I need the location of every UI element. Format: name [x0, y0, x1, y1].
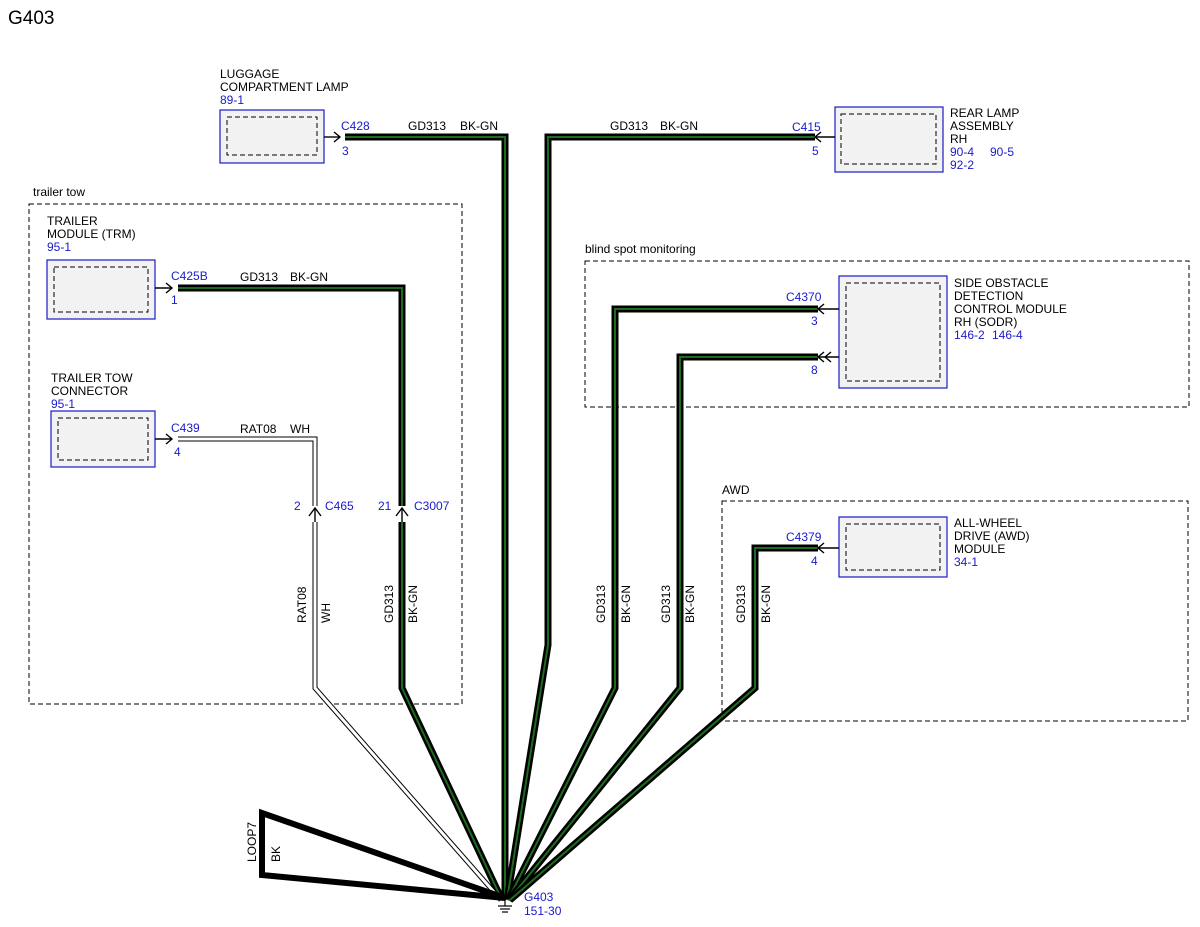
- loop7-color: BK: [269, 846, 283, 862]
- wire-c4370-pin8: [506, 353, 818, 903]
- awd-name-1: ALL-WHEEL: [954, 516, 1022, 530]
- region-awd-label: AWD: [722, 483, 750, 497]
- c4370-pin3-terminal-icon: [816, 303, 839, 315]
- c4379-name[interactable]: C4379: [786, 530, 822, 544]
- luggage-lamp-ref[interactable]: 89-1: [220, 93, 244, 107]
- region-blind-spot-label: blind spot monitoring: [585, 242, 696, 256]
- wire-c3007-ground: [398, 522, 506, 902]
- awd-component[interactable]: [838, 516, 948, 578]
- loop7-label: LOOP7: [245, 822, 259, 862]
- sodr-name-1: SIDE OBSTACLE: [954, 276, 1048, 290]
- sodr-ref-1[interactable]: 146-2: [954, 328, 985, 342]
- c4370-3-vertical-color: BK-GN: [619, 585, 633, 623]
- wire-c415: [503, 133, 815, 901]
- region-trailer-tow-label: trailer tow: [33, 185, 85, 199]
- trailer-connector-name-2: CONNECTOR: [51, 384, 128, 398]
- wire-rat08: [178, 436, 503, 902]
- trm-component[interactable]: [46, 259, 156, 320]
- region-blind-spot: blind spot monitoring: [584, 242, 1190, 408]
- c439-pin: 4: [174, 445, 181, 459]
- luggage-lamp-name-2: COMPARTMENT LAMP: [220, 80, 349, 94]
- c465-inline-icon: [308, 506, 322, 522]
- c3007-pin: 21: [378, 499, 392, 513]
- trm-ref[interactable]: 95-1: [47, 240, 71, 254]
- sodr-name-4: RH (SODR): [954, 315, 1017, 329]
- c439-color: WH: [290, 422, 310, 436]
- rear-lamp-ref-1[interactable]: 90-4: [950, 145, 974, 159]
- luggage-lamp-name-1: LUGGAGE: [220, 67, 279, 81]
- rear-lamp-component[interactable]: [834, 106, 944, 173]
- c4370-name[interactable]: C4370: [786, 290, 822, 304]
- c3007-name[interactable]: C3007: [414, 499, 450, 513]
- c415-circuit: GD313: [610, 119, 648, 133]
- awd-ref[interactable]: 34-1: [954, 555, 978, 569]
- rat08-vertical-color: WH: [319, 603, 333, 623]
- loop7-wire: [259, 808, 506, 901]
- c439-terminal-icon: [155, 433, 174, 445]
- trm-name-2: MODULE (TRM): [47, 227, 136, 241]
- c428-color: BK-GN: [460, 119, 498, 133]
- c4370-8-vertical-circuit: GD313: [659, 585, 673, 623]
- awd-name-3: MODULE: [954, 542, 1005, 556]
- rear-lamp-name-2: ASSEMBLY: [950, 119, 1014, 133]
- c415-terminal-icon: [813, 131, 835, 143]
- c4379-vertical-color: BK-GN: [759, 585, 773, 623]
- c3007-vertical-color: BK-GN: [406, 585, 420, 623]
- c428-circuit: GD313: [408, 119, 446, 133]
- rat08-vertical-circuit: RAT08: [295, 586, 309, 623]
- c3007-inline-icon: [395, 506, 409, 522]
- c439-name[interactable]: C439: [171, 421, 200, 435]
- c465-name[interactable]: C465: [325, 499, 354, 513]
- region-awd: AWD: [721, 483, 1189, 722]
- c415-color: BK-GN: [660, 119, 698, 133]
- c415-pin: 5: [812, 144, 819, 158]
- trailer-connector-name-1: TRAILER TOW: [51, 371, 133, 385]
- c4379-pin: 4: [811, 554, 818, 568]
- sodr-name-3: CONTROL MODULE: [954, 302, 1067, 316]
- sodr-name-2: DETECTION: [954, 289, 1023, 303]
- c415-name[interactable]: C415: [792, 120, 821, 134]
- ground-name: G403: [524, 890, 554, 904]
- c428-pin: 3: [342, 144, 349, 158]
- c428-name[interactable]: C428: [341, 119, 370, 133]
- wire-c4370-pin3: [504, 305, 818, 902]
- c465-pin: 2: [294, 499, 301, 513]
- sodr-component[interactable]: [838, 275, 948, 389]
- c428-terminal-icon: [324, 131, 342, 143]
- c439-circuit: RAT08: [240, 422, 277, 436]
- trailer-connector-component[interactable]: [50, 410, 156, 468]
- c4370-pin-b: 8: [811, 363, 818, 377]
- wire-c428: [345, 133, 509, 900]
- page-title: G403: [8, 8, 54, 29]
- trm-name-1: TRAILER: [47, 214, 98, 228]
- luggage-lamp-component[interactable]: [219, 109, 325, 164]
- region-trailer-tow: trailer tow: [28, 185, 463, 705]
- c425b-color: BK-GN: [290, 270, 328, 284]
- wire-c425b: [178, 284, 406, 506]
- rear-lamp-ref-2[interactable]: 90-5: [990, 145, 1014, 159]
- c4370-8-vertical-color: BK-GN: [683, 585, 697, 623]
- sodr-ref-2[interactable]: 146-4: [992, 328, 1023, 342]
- c425b-terminal-icon: [155, 282, 174, 294]
- wire-c4379: [507, 544, 818, 903]
- c4379-terminal-icon: [816, 542, 839, 554]
- c4370-pin8-terminal-icon: [816, 351, 839, 363]
- ground-ref: 151-30: [524, 904, 562, 918]
- c4370-3-vertical-circuit: GD313: [594, 585, 608, 623]
- trailer-connector-ref[interactable]: 95-1: [51, 397, 75, 411]
- c425b-name[interactable]: C425B: [171, 269, 208, 283]
- ground-icon: [498, 898, 512, 913]
- rear-lamp-ref-3[interactable]: 92-2: [950, 158, 974, 172]
- rear-lamp-name-1: REAR LAMP: [950, 106, 1019, 120]
- c4379-vertical-circuit: GD313: [734, 585, 748, 623]
- rear-lamp-name-3: RH: [950, 132, 967, 146]
- c425b-circuit: GD313: [240, 270, 278, 284]
- c4370-pin-a: 3: [811, 314, 818, 328]
- awd-name-2: DRIVE (AWD): [954, 529, 1030, 543]
- c425b-pin: 1: [171, 293, 178, 307]
- c3007-vertical-circuit: GD313: [382, 585, 396, 623]
